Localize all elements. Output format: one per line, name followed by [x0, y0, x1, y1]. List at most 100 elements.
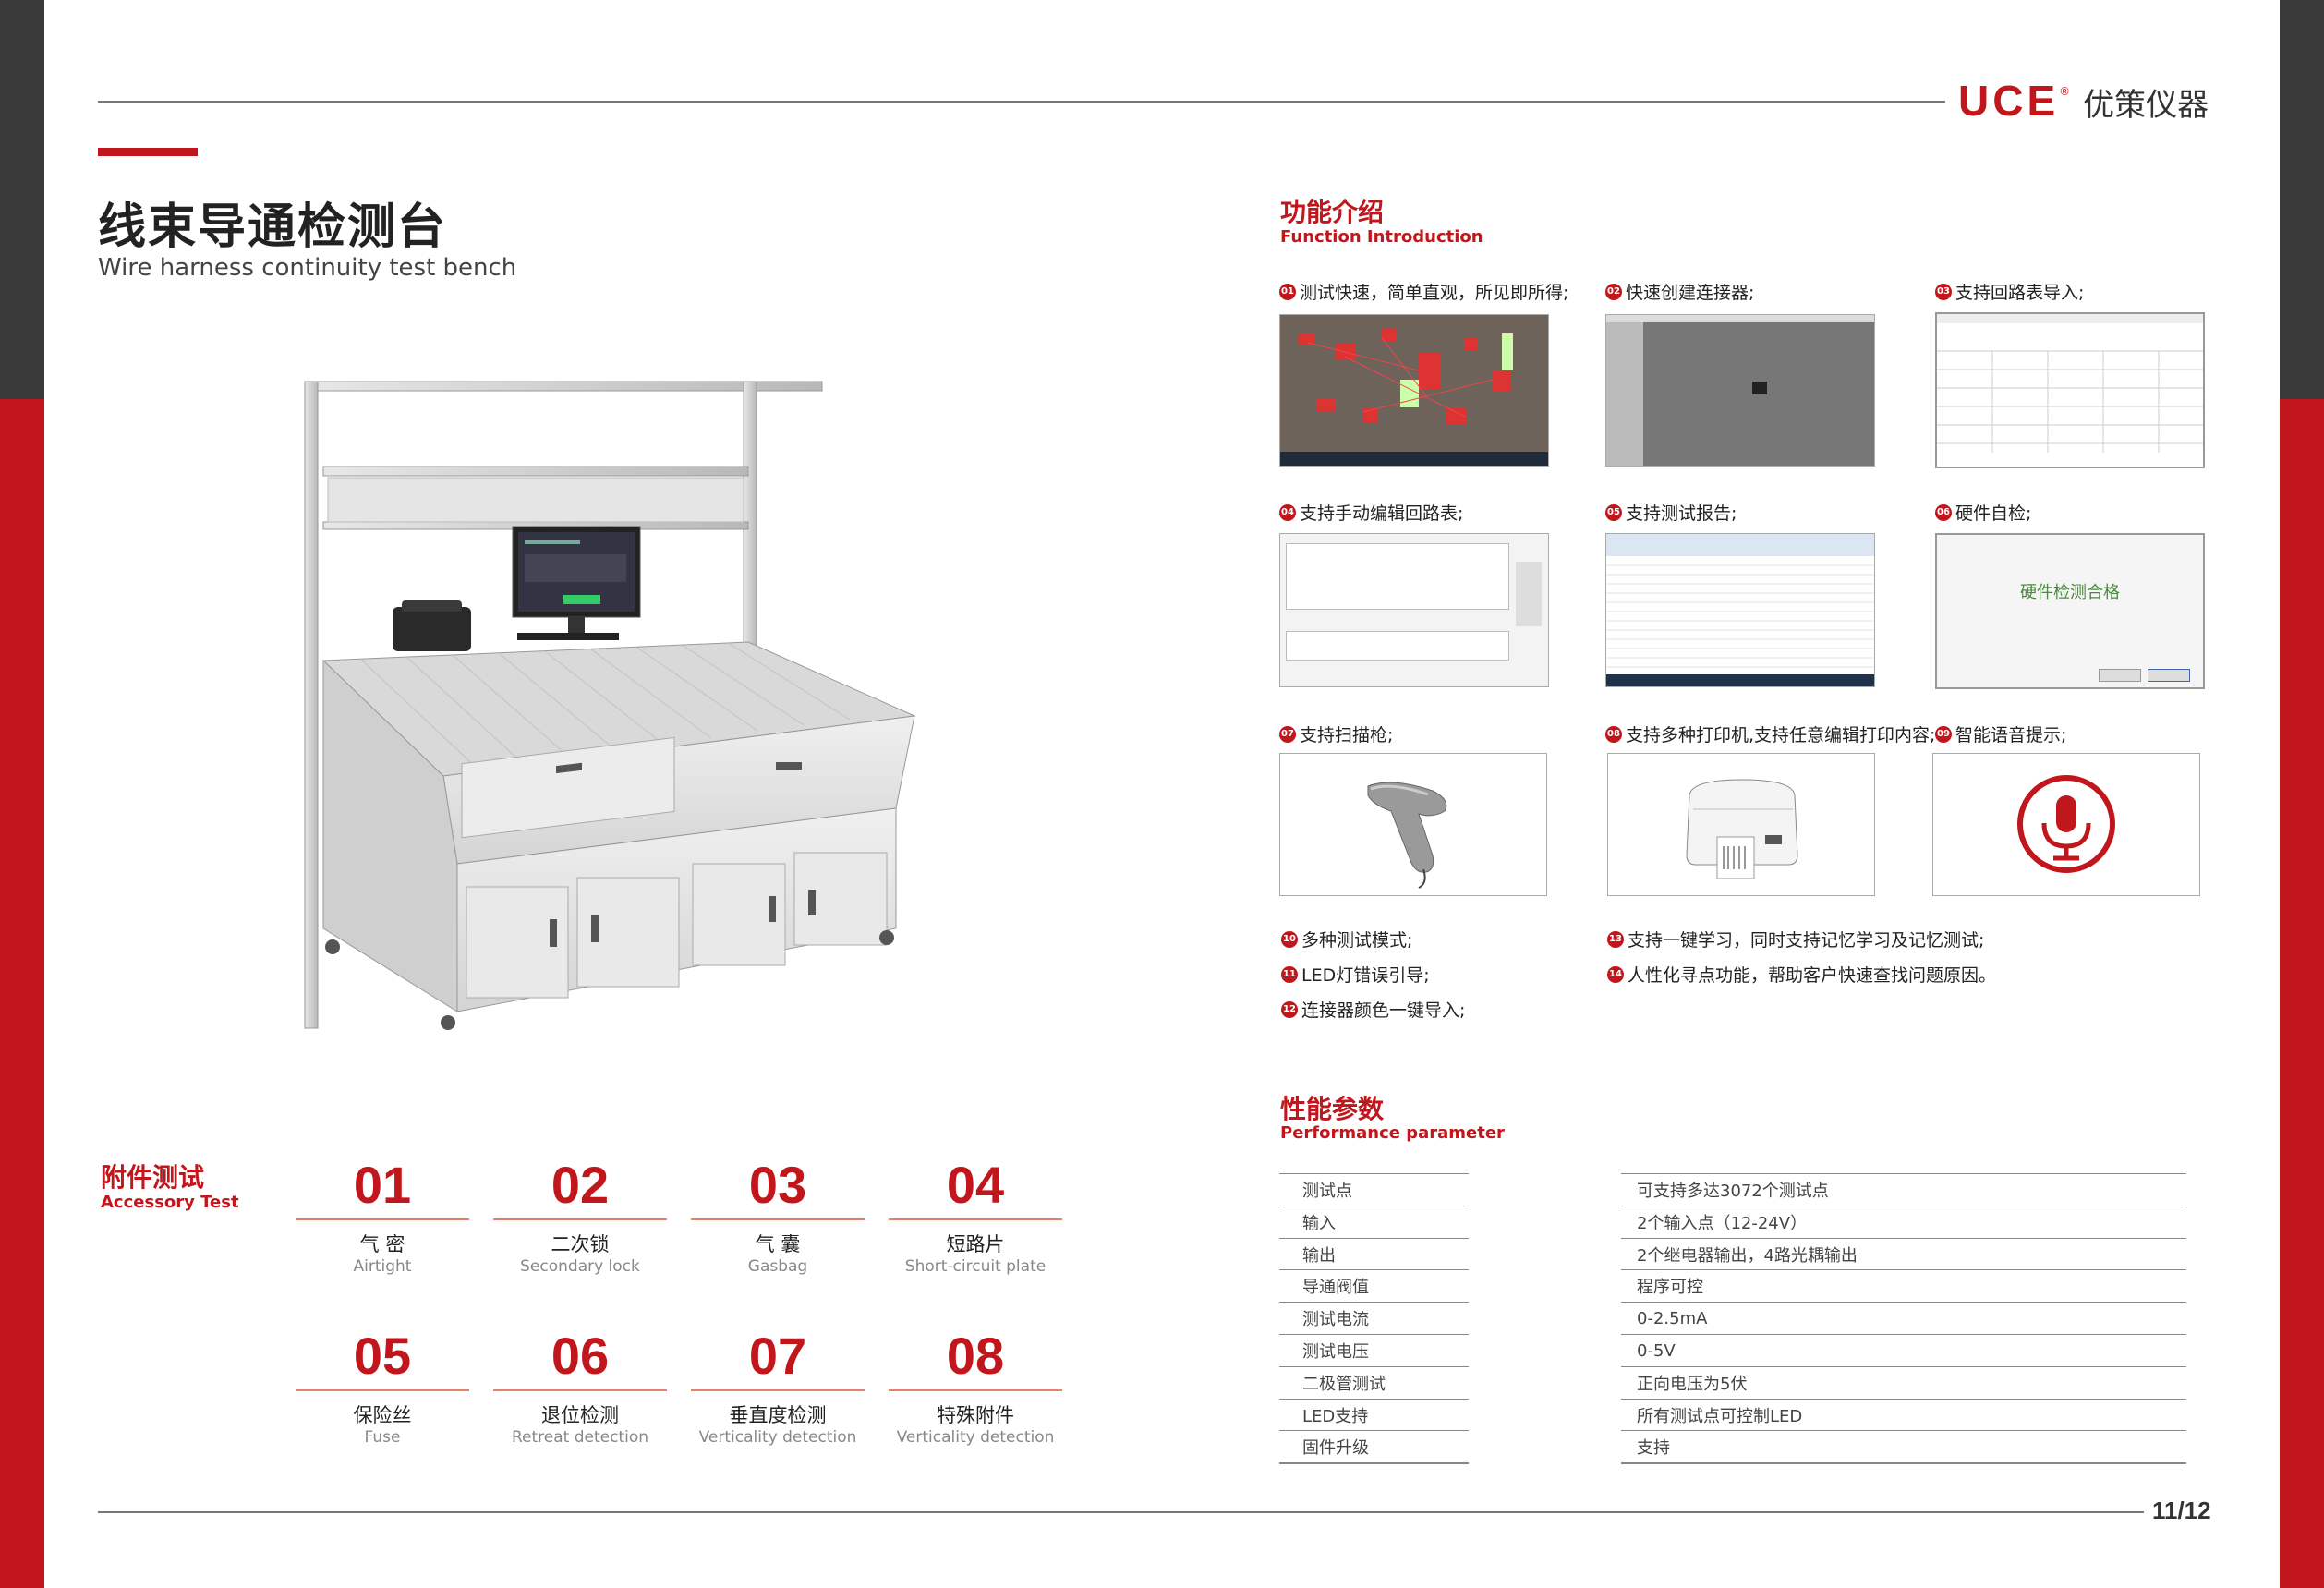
param-name: 导通阀值	[1302, 1278, 1369, 1298]
accessory-divider	[296, 1218, 469, 1220]
feature-label: 01 测试快速，简单直观，所见即所得;	[1279, 279, 1568, 304]
editor-sidebar	[1606, 315, 1643, 466]
report-grid-graphic	[1606, 564, 1874, 686]
accessory-num: 07	[748, 1327, 807, 1385]
footer-rule	[98, 1511, 2144, 1513]
feature-label: 06 硬件自检;	[1935, 500, 2031, 525]
param-name: 二极管测试	[1302, 1374, 1386, 1394]
scanner-image-frame	[1279, 753, 1547, 896]
accessory-item: 03 气 囊 Gasbag	[691, 1155, 865, 1276]
feature-label: 09 智能语音提示;	[1935, 721, 2066, 746]
table-rule	[1279, 1237, 1469, 1239]
accessory-num: 04	[946, 1156, 1005, 1214]
param-name: 测试电流	[1302, 1310, 1369, 1330]
accessory-label-en: Verticality detection	[698, 1428, 857, 1447]
accessory-label-cn: 保险丝	[353, 1404, 412, 1426]
accessory-label-en: Gasbag	[747, 1257, 808, 1276]
screenshot-manual-edit	[1279, 533, 1549, 687]
accessory-label-en: Verticality detection	[896, 1428, 1055, 1447]
param-name: 测试点	[1302, 1182, 1352, 1201]
accessory-item: 08 特殊附件 Verticality detection	[889, 1326, 1062, 1447]
accessory-num: 01	[353, 1156, 412, 1214]
feature-num-badge: 02	[1605, 283, 1622, 300]
feature-list-item: 12 连接器颜色一键导入;	[1281, 997, 1465, 1022]
table-rule	[1621, 1302, 2186, 1303]
header-rule	[98, 101, 1945, 103]
feature-label: 07 支持扫描枪;	[1279, 721, 1393, 746]
param-name: 测试电压	[1302, 1342, 1369, 1362]
feature-num-badge: 01	[1279, 283, 1296, 300]
accessory-item: 06 退位检测 Retreat detection	[493, 1326, 667, 1447]
screenshot-selfcheck: 硬件检测合格	[1935, 533, 2205, 689]
feature-list-item: 10 多种测试模式;	[1281, 927, 1412, 952]
printer-image-frame	[1607, 753, 1875, 896]
feature-num-badge: 05	[1605, 503, 1622, 521]
feature-num-badge: 03	[1935, 283, 1952, 300]
table-rule	[1621, 1462, 2186, 1465]
accessory-label-cn: 退位检测	[541, 1404, 619, 1426]
param-value: 2个输入点（12-24V）	[1637, 1213, 1808, 1233]
screenshot-connector-editor	[1605, 314, 1875, 467]
page-title-en: Wire harness continuity test bench	[98, 254, 517, 282]
feature-num-badge: 10	[1281, 930, 1298, 948]
table-rule	[1279, 1302, 1469, 1303]
brand-name: 优策仪器	[2083, 87, 2209, 124]
table-rule	[1279, 1334, 1469, 1335]
feature-label: 08 支持多种打印机,支持任意编辑打印内容;	[1605, 721, 1935, 746]
accessory-label-cn: 特殊附件	[937, 1404, 1014, 1426]
table-rule	[1279, 1365, 1469, 1367]
feature-num-badge: 14	[1607, 965, 1624, 983]
microphone-icon	[2017, 775, 2115, 873]
table-rule	[1621, 1398, 2186, 1400]
feature-num-badge: 09	[1935, 725, 1952, 743]
param-name: 输入	[1302, 1213, 1336, 1233]
registered-mark: ®	[2059, 85, 2071, 98]
feature-text: 支持多种打印机,支持任意编辑打印内容;	[1626, 725, 1936, 746]
table-rule	[1621, 1173, 2186, 1174]
accessory-num: 08	[946, 1327, 1005, 1385]
accessory-label-cn: 垂直度检测	[729, 1404, 827, 1426]
feature-num-badge: 11	[1281, 965, 1298, 983]
accessory-divider	[691, 1218, 865, 1220]
feature-text: 人性化寻点功能，帮助客户快速查找问题原因。	[1628, 965, 1997, 986]
barcode-scanner-icon	[1367, 782, 1447, 889]
feature-num-badge: 12	[1281, 1000, 1298, 1018]
feature-label: 03 支持回路表导入;	[1935, 279, 2084, 304]
param-value: 0-2.5mA	[1637, 1308, 1708, 1328]
accessory-label-en: Short-circuit plate	[904, 1257, 1047, 1276]
table-rule	[1621, 1237, 2186, 1239]
feature-text: 连接器颜色一键导入;	[1301, 1000, 1466, 1021]
accessory-title-en: Accessory Test	[101, 1193, 239, 1212]
feature-num-badge: 06	[1935, 503, 1952, 521]
param-value: 所有测试点可控制LED	[1637, 1406, 1803, 1426]
left-sidebar-dark	[0, 0, 44, 399]
table-rule	[1621, 1269, 2186, 1271]
table-rule	[1279, 1430, 1469, 1432]
accessory-title-cn: 附件测试	[101, 1162, 205, 1193]
accessory-num: 06	[551, 1327, 610, 1385]
accessory-num: 03	[748, 1156, 807, 1214]
param-name: 固件升级	[1302, 1438, 1369, 1459]
feature-text: 智能语音提示;	[1955, 725, 2067, 746]
accessory-label-en: Fuse	[364, 1428, 401, 1447]
feature-text: 支持测试报告;	[1626, 503, 1737, 524]
accessory-label-cn: 气 密	[359, 1233, 405, 1255]
right-sidebar-dark	[2280, 0, 2324, 399]
feature-list-item: 14 人性化寻点功能，帮助客户快速查找问题原因。	[1607, 962, 1996, 987]
feature-text: 支持回路表导入;	[1955, 283, 2085, 303]
function-title-cn: 功能介绍	[1280, 197, 1385, 227]
feature-list-item: 11 LED灯错误引导;	[1281, 962, 1430, 987]
edit-lower-area	[1286, 631, 1509, 661]
param-value: 0-5V	[1637, 1340, 1676, 1361]
feature-text: 测试快速，简单直观，所见即所得;	[1300, 283, 1569, 303]
feature-list-item: 13 支持一键学习，同时支持记忆学习及记忆测试;	[1607, 927, 1984, 952]
voice-image-frame	[1932, 753, 2200, 896]
accessory-num: 02	[551, 1156, 610, 1214]
table-rule	[1279, 1398, 1469, 1400]
selfcheck-result-text: 硬件检测合格	[2020, 583, 2120, 602]
report-ribbon	[1606, 534, 1874, 556]
label-printer-icon	[1686, 779, 1798, 879]
accessory-label-cn: 短路片	[946, 1233, 1005, 1255]
edit-text-area	[1286, 543, 1509, 610]
function-title-en: Function Introduction	[1280, 227, 1483, 247]
